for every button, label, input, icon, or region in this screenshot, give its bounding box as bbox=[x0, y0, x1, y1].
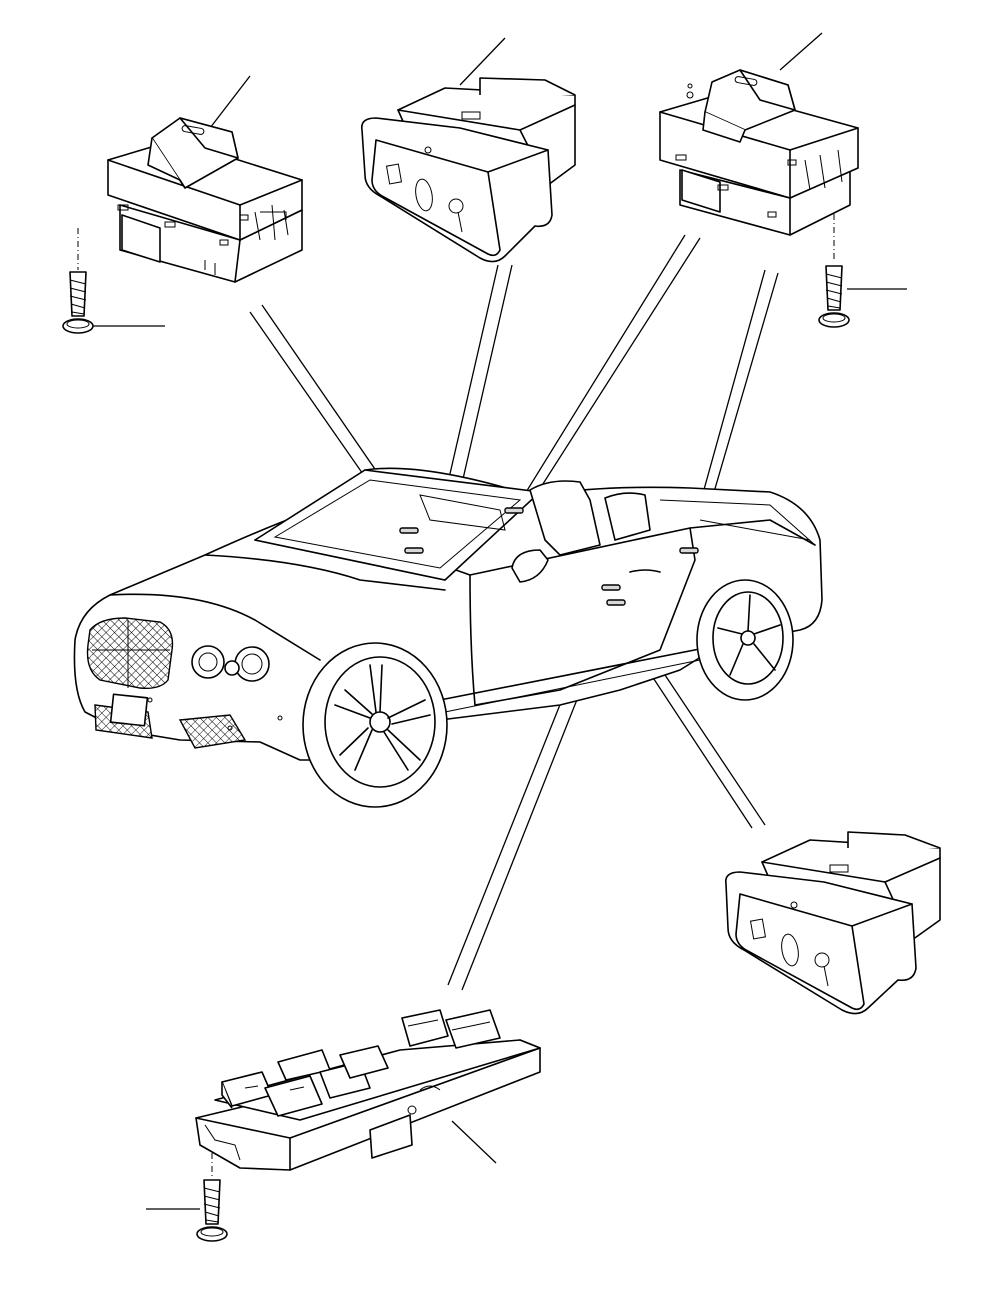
seat-control-switch-icon bbox=[724, 831, 941, 1015]
window-switch-pack-icon bbox=[195, 1009, 541, 1171]
screw-icon bbox=[196, 1179, 228, 1242]
convertible-car-icon bbox=[73, 467, 823, 808]
seat-control-switch-icon bbox=[360, 77, 576, 263]
screw-icon bbox=[818, 265, 850, 328]
rocker-switch-icon bbox=[107, 117, 303, 283]
screw-icon bbox=[62, 271, 94, 334]
rocker-switch-icon bbox=[659, 69, 859, 236]
